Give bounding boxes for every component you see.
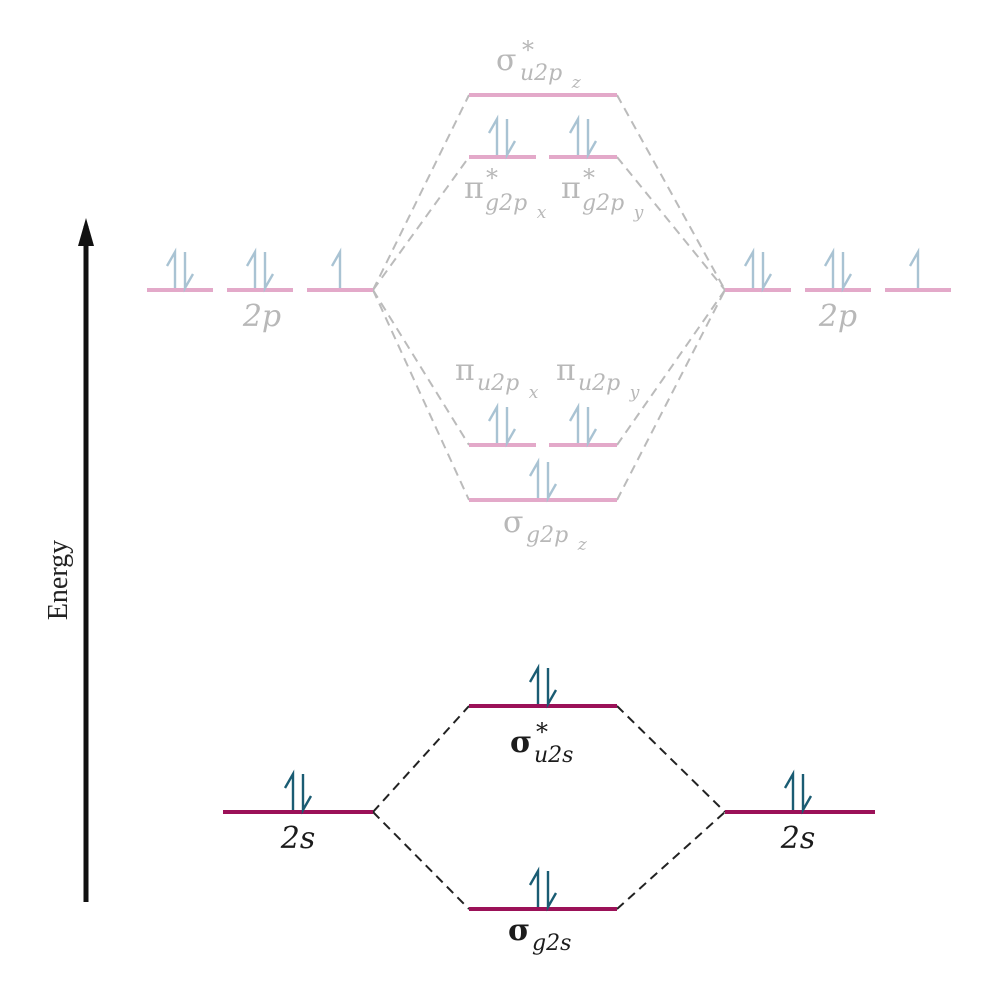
electron-up-arrow [823,247,835,288]
label-left-2s: 2s [280,821,315,856]
orbital-symbol: π [561,171,581,206]
electron-down-arrow [505,119,517,160]
electron-down-arrow [183,252,195,293]
orbital-subsubscript: z [577,535,588,555]
connector [372,156,470,291]
orbital-star: * [583,164,595,192]
label-pi-2px: π u2p x [455,353,539,403]
electron-down-arrow [586,119,598,160]
electron-down-arrow [546,462,558,503]
orbital-symbol: π [464,171,484,206]
orbital-subsubscript: x [529,383,539,403]
label-sigma-2pz: σ g2p z [503,505,588,555]
electron-down-arrow [546,668,558,709]
electron-up-arrow [568,402,580,443]
connector [372,811,470,910]
connector [372,289,470,501]
electron-up-arrow [743,247,755,288]
label-pi-star-2px: π * g2p x [464,159,547,223]
electrons [165,114,920,912]
connector [372,705,470,813]
orbital-subscript: u2p [578,371,620,396]
orbital-symbol: π [556,353,576,388]
connector [616,289,726,446]
connector [372,289,470,446]
energy-axis: Energy [43,218,94,902]
levels-dark [223,704,875,911]
orbital-subsubscript: y [633,203,644,223]
connector [616,289,726,501]
label-sigma-2s: σ g2s [508,913,571,956]
orbital-star: * [522,36,534,64]
connector [616,94,726,291]
electron-down-arrow [301,774,313,815]
label-pi-star-2py: π * g2p y [561,159,644,223]
orbital-subsubscript: y [629,383,640,403]
label-left-2p: 2p [242,299,281,334]
orbital-subsubscript: z [571,73,582,93]
connector [616,705,726,813]
connector [616,156,726,291]
connector [616,811,726,910]
electron-down-arrow [505,407,517,448]
orbital-subscript: u2s [534,743,573,768]
label-sigma-star-2s: σ * u2s [510,713,573,768]
label-sigma-star-2pz: σ * u2p z [496,31,582,93]
connector [372,94,470,291]
energy-axis-label: Energy [43,540,74,620]
orbital-subscript: g2p [582,191,624,216]
connectors-2p [372,94,726,501]
electron-up-arrow [528,663,540,704]
label-right-2p: 2p [818,299,857,334]
connectors-2s [372,705,726,910]
orbital-star: * [486,164,498,192]
electron-up-arrow [165,247,177,288]
electron-down-arrow [761,252,773,293]
electron-up-arrow [487,402,499,443]
electron-down-arrow [263,252,275,293]
electron-down-arrow [841,252,853,293]
orbital-subscript: g2s [532,931,571,956]
electron-up-arrow [528,866,540,907]
label-right-2s: 2s [780,821,815,856]
orbital-subscript: g2p [526,523,568,548]
electron-down-arrow [546,871,558,912]
orbital-subsubscript: x [537,203,547,223]
electron-up-arrow [908,247,920,288]
electron-down-arrow [801,774,813,815]
orbital-symbol: π [455,353,475,388]
orbital-star: * [536,718,548,746]
electron-up-arrow [245,247,257,288]
electron-up-arrow [283,769,295,810]
electron-up-arrow [330,247,342,288]
electron-up-arrow [568,114,580,155]
orbital-symbol: σ [508,913,530,948]
energy-axis-arrowhead [78,218,94,246]
label-pi-2py: π u2p y [556,353,640,403]
electron-up-arrow [783,769,795,810]
levels-faded [147,93,951,502]
orbital-symbol: σ [510,725,532,760]
orbital-symbol: σ [496,43,516,78]
orbital-subscript: g2p [485,191,527,216]
electron-up-arrow [487,114,499,155]
electron-up-arrow [528,457,540,498]
orbital-symbol: σ [503,505,523,540]
orbital-subscript: u2p [477,371,519,396]
orbital-subscript: u2p [520,61,562,86]
electron-down-arrow [586,407,598,448]
